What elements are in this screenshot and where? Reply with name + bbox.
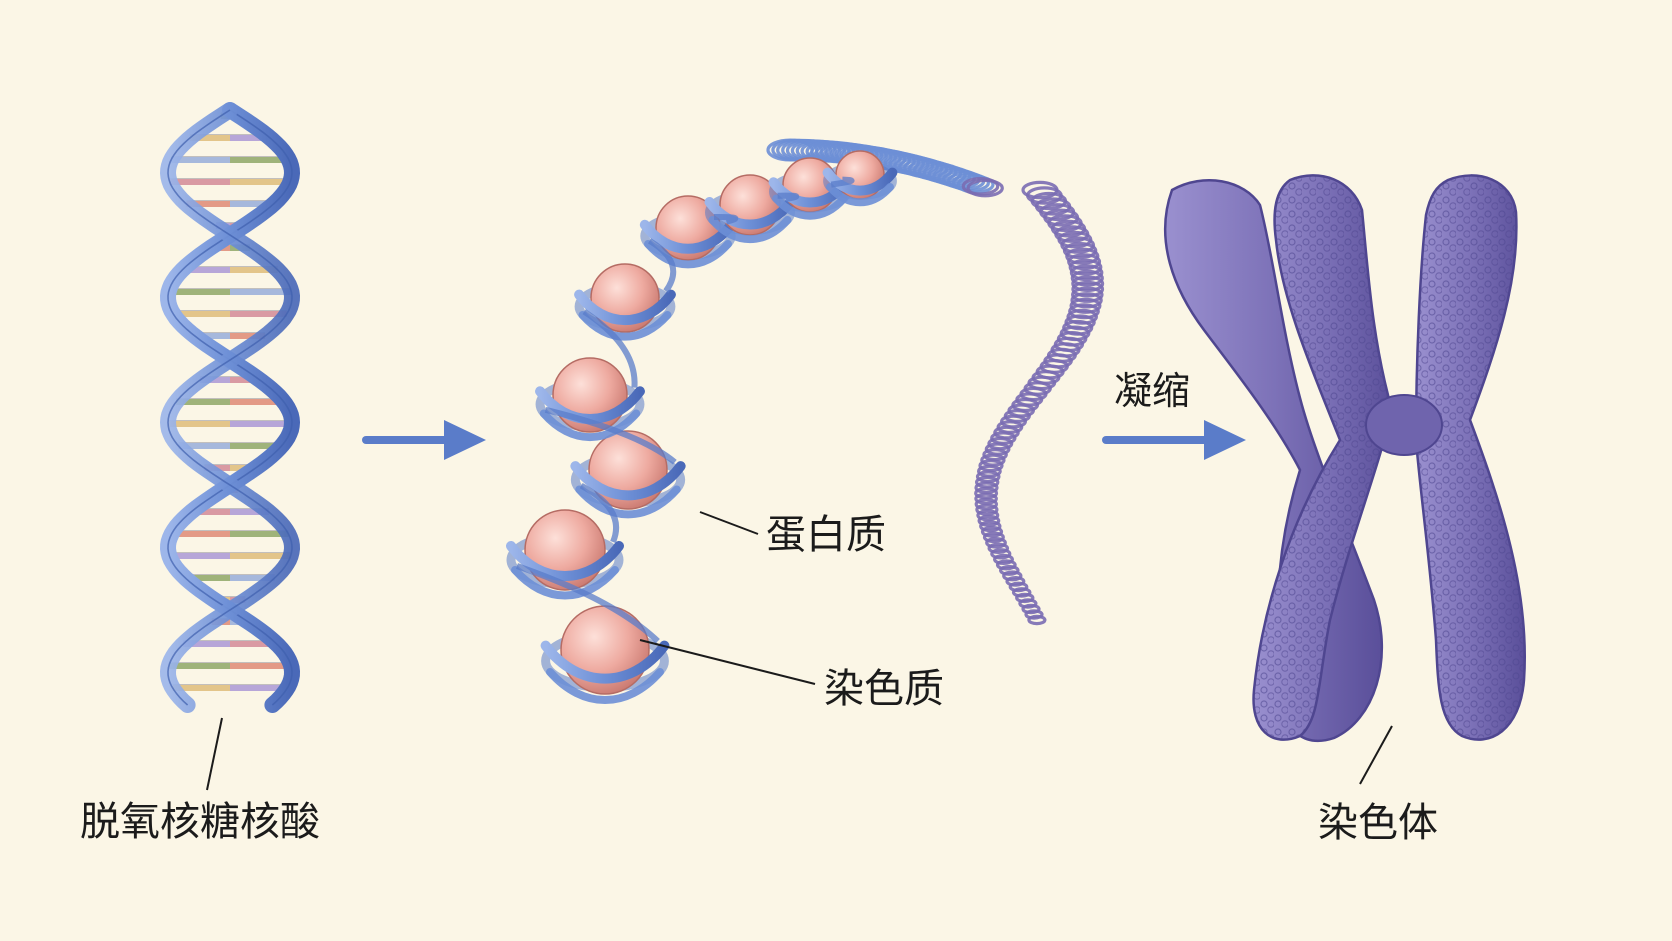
fiber-coil bbox=[992, 553, 1014, 566]
fiber-coil bbox=[998, 564, 1020, 576]
fiber-coil bbox=[982, 531, 1005, 544]
nucleosome-chain bbox=[506, 150, 898, 705]
linker-dna bbox=[516, 563, 660, 644]
fiber-coil bbox=[974, 486, 999, 500]
fiber-coil bbox=[975, 503, 999, 516]
dna-wrap-front bbox=[506, 541, 624, 581]
fiber-coil bbox=[1027, 614, 1047, 626]
fiber-coil bbox=[980, 525, 1004, 538]
condensed-fiber bbox=[766, 138, 1105, 626]
chromosome-label: 染色体 bbox=[1318, 800, 1438, 846]
chromosome-leader-line bbox=[1359, 725, 1393, 785]
dna-leader-line bbox=[206, 717, 223, 791]
dna-wrap-front bbox=[539, 409, 641, 441]
dna-wrap-front bbox=[822, 167, 898, 196]
fiber-coil bbox=[995, 559, 1017, 571]
dna-wrap-front bbox=[826, 183, 894, 207]
dna-wrap-front bbox=[704, 197, 796, 230]
protein-label: 蛋白质 bbox=[766, 512, 886, 558]
centromere bbox=[1365, 394, 1443, 456]
dna-wrap-front bbox=[511, 566, 619, 600]
linker-dna bbox=[579, 482, 620, 544]
linker-dna bbox=[544, 406, 677, 465]
chromatin-label: 染色质 bbox=[824, 666, 944, 712]
linker-dna bbox=[713, 213, 739, 225]
fiber-coil bbox=[1070, 292, 1103, 309]
linker-dna bbox=[582, 309, 638, 388]
arrow-right-icon bbox=[1102, 420, 1246, 460]
dna-label: 脱氧核糖核酸 bbox=[80, 799, 320, 845]
dna-wrap-front bbox=[708, 216, 792, 244]
fiber-coil bbox=[1005, 576, 1026, 587]
dna-wrap-front bbox=[575, 485, 681, 519]
condense-label: 凝缩 bbox=[1114, 369, 1190, 413]
fiber-coil bbox=[1069, 264, 1104, 282]
fiber-coil bbox=[1002, 570, 1023, 582]
fiber-coil bbox=[1062, 242, 1098, 260]
dna-wrap-front bbox=[772, 194, 848, 220]
fiber-coil bbox=[976, 509, 1000, 522]
fiber-coil bbox=[987, 542, 1010, 555]
dna-wrap-front bbox=[644, 240, 732, 269]
dna-double-helix bbox=[159, 102, 301, 713]
dna-wrap-front bbox=[540, 640, 670, 684]
chromosome-texture bbox=[1253, 175, 1392, 740]
linker-dna bbox=[830, 176, 855, 188]
fiber-coil bbox=[977, 514, 1001, 527]
fiber-coil bbox=[974, 498, 999, 511]
fiber-coil bbox=[974, 492, 998, 505]
fiber-coil bbox=[1070, 269, 1104, 287]
fiber-coil bbox=[1068, 258, 1103, 276]
chromosome-texture-right bbox=[1416, 175, 1525, 740]
dna-strand-b-edge bbox=[167, 109, 293, 706]
fiber-coil bbox=[974, 481, 999, 494]
linker-dna bbox=[648, 238, 677, 293]
fiber-coil bbox=[1071, 280, 1105, 298]
chromatin-leader-line bbox=[639, 639, 816, 685]
fiber-coil bbox=[990, 548, 1012, 560]
fiber-coil bbox=[1071, 275, 1105, 292]
fiber-coil bbox=[1071, 286, 1104, 303]
linker-dna bbox=[777, 192, 800, 202]
dna-wrap-front bbox=[574, 289, 676, 326]
fiber-coil bbox=[985, 536, 1007, 549]
protein-leader-line bbox=[699, 511, 759, 535]
dna-wrap-front bbox=[546, 668, 664, 705]
chromosome-x bbox=[1164, 174, 1526, 743]
fiber-coil bbox=[1069, 297, 1102, 314]
fiber-coil bbox=[979, 520, 1002, 533]
dna-wrap-front bbox=[578, 311, 672, 341]
dna-wrap-front bbox=[570, 461, 686, 501]
fiber-coil bbox=[966, 178, 1004, 198]
fiber-coil bbox=[1065, 247, 1100, 265]
arrow-right-icon bbox=[362, 420, 486, 460]
fiber-coil bbox=[1067, 253, 1102, 271]
